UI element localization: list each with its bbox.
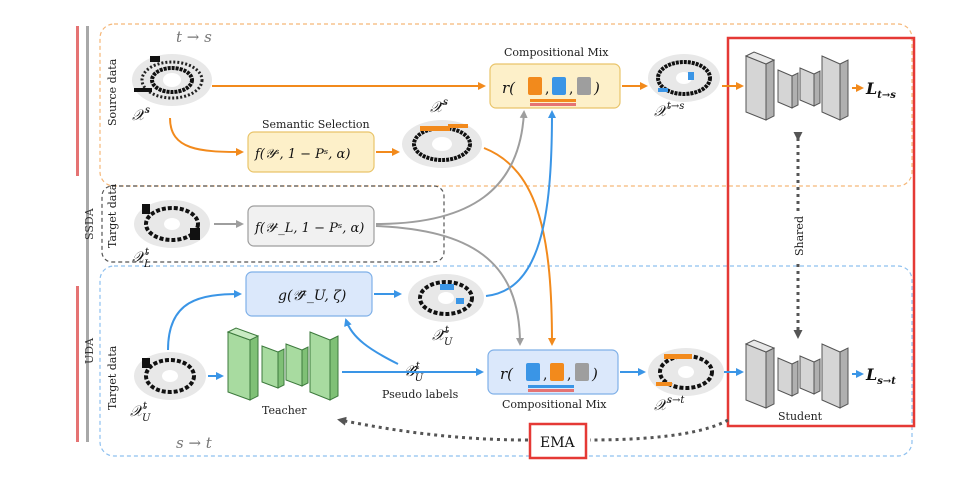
f-source-expr: f(𝒴ˢ, 1 − Pˢ, α) xyxy=(254,147,350,162)
student-label: Student xyxy=(778,410,823,423)
mix-bottom-blue-chip xyxy=(526,363,540,381)
ema-flow-arrows xyxy=(337,416,729,442)
source-pointcloud-image xyxy=(132,54,212,106)
ssda-label: SSDA xyxy=(83,207,96,240)
target-labeled-region xyxy=(101,185,445,263)
mix-bottom-gray-chip xyxy=(575,363,589,381)
mix-top-comma-2: , xyxy=(569,81,573,97)
direction-s-to-t: s → t xyxy=(176,434,213,452)
gray-flow-arrows xyxy=(214,110,528,346)
pseudo-label-selection-box xyxy=(245,271,373,317)
mixed-t-to-s-pointcloud-image xyxy=(648,54,720,102)
student-network-bottom-icon xyxy=(744,339,849,409)
x-t-to-s-symbol: 𝒳t→s xyxy=(654,101,684,120)
pseudo-labels-label: Pseudo labels xyxy=(382,388,459,401)
mix-bottom-comma-1: , xyxy=(543,367,547,383)
shared-label: Shared xyxy=(793,216,806,256)
target-unlabeled-pointcloud-image xyxy=(134,352,206,400)
mix-bottom-bar-1 xyxy=(528,385,574,388)
f-target-expr: f(𝒴ᵗ_L, 1 − Pˢ, α) xyxy=(254,221,364,236)
ema-box xyxy=(528,422,588,460)
target-selected-pointcloud-image xyxy=(408,274,484,322)
mix-top-gray-chip xyxy=(577,77,591,95)
source-region xyxy=(99,23,913,187)
compositional-mix-bottom-title: Compositional Mix xyxy=(502,398,607,411)
left-bars xyxy=(76,26,89,442)
loss-s-to-t: Ls→t xyxy=(865,365,896,387)
semantic-selection-source-box xyxy=(247,131,375,173)
g-expr: g(𝒴̂ᵗ_U, ζ) xyxy=(278,288,346,304)
compositional-mix-top-title: Compositional Mix xyxy=(504,46,609,59)
mix-top-bar-2 xyxy=(530,103,576,106)
student-network-top-icon xyxy=(744,51,849,121)
source-selected-pointcloud-image xyxy=(402,120,482,168)
mix-bottom-bar-2 xyxy=(528,389,574,392)
r-bottom-close: ) xyxy=(591,365,598,383)
shared-network-highlight xyxy=(726,36,916,428)
semantic-selection-title: Semantic Selection xyxy=(262,118,370,131)
teacher-label: Teacher xyxy=(262,404,307,417)
mix-top-comma-1: , xyxy=(545,81,549,97)
x-s-to-t-symbol: 𝒳s→t xyxy=(654,395,685,414)
teacher-network-icon xyxy=(226,327,339,401)
target-data-label-bottom: Target data xyxy=(106,345,119,410)
blue-flow-arrows xyxy=(167,110,864,380)
r-top-open: r( xyxy=(502,79,516,97)
mix-top-orange-chip xyxy=(528,77,542,95)
orange-flow-arrows xyxy=(169,82,864,346)
x-tilde-s-symbol: 𝒳̃s xyxy=(430,97,448,116)
mix-bottom-orange-chip xyxy=(550,363,564,381)
r-top-close: ) xyxy=(593,79,600,97)
x-s-symbol: 𝒳s xyxy=(132,105,150,124)
mixed-s-to-t-pointcloud-image xyxy=(648,348,724,396)
uda-label: UDA xyxy=(83,337,96,364)
target-unlabeled-region xyxy=(99,265,913,457)
direction-t-to-s: t → s xyxy=(176,28,212,46)
mix-bottom-comma-2: , xyxy=(567,367,571,383)
target-data-label-top: Target data xyxy=(106,183,119,248)
mix-top-bar-1 xyxy=(530,99,576,102)
mix-top-blue-chip xyxy=(552,77,566,95)
ema-label: EMA xyxy=(540,435,576,451)
semantic-selection-target-box xyxy=(247,205,375,247)
source-data-label: Source data xyxy=(106,58,119,126)
loss-t-to-s: Lt→s xyxy=(865,79,896,101)
target-labeled-pointcloud-image xyxy=(134,200,210,248)
r-bottom-open: r( xyxy=(500,365,514,383)
